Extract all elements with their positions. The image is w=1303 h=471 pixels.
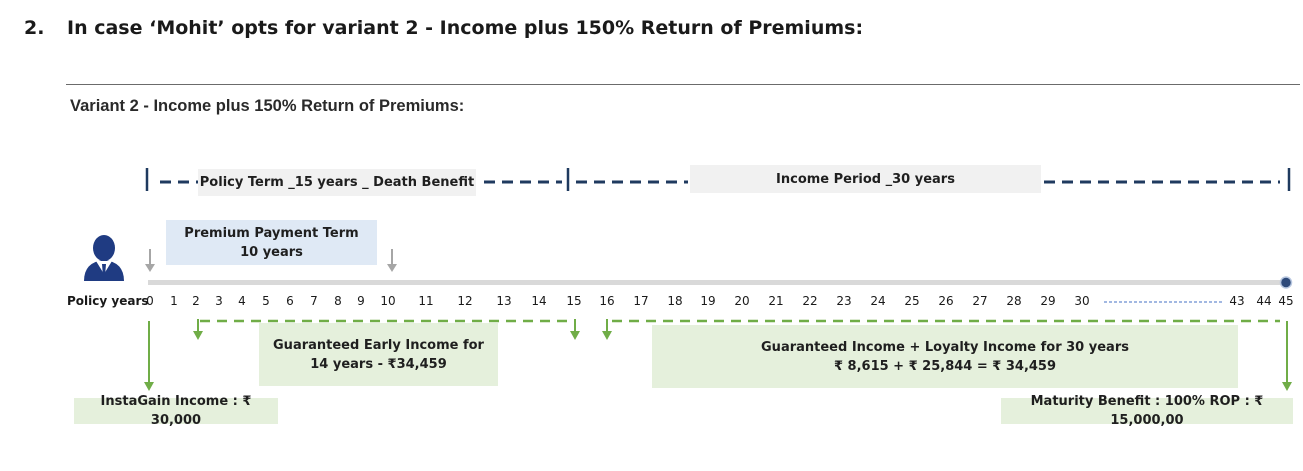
policy-years-label: Policy years (67, 294, 149, 308)
timeline-end-dot (1279, 276, 1293, 289)
timeline-tick-25: 25 (904, 294, 920, 308)
timeline-tick-43: 43 (1229, 294, 1245, 308)
timeline-tick-26: 26 (938, 294, 954, 308)
timeline-tick-24: 24 (870, 294, 886, 308)
guaranteed-income-line1: Guaranteed Income + Loyalty Income for 3… (761, 339, 1129, 355)
timeline-tick-4: 4 (238, 294, 246, 308)
instagain-box: InstaGain Income : ₹ 30,000 (74, 394, 278, 428)
timeline-tick-1: 1 (170, 294, 178, 308)
section-heading: 2. In case ‘Mohit’ opts for variant 2 - I… (24, 17, 863, 39)
timeline-tick-44: 44 (1256, 294, 1272, 308)
guaranteed-income-box: Guaranteed Income + Loyalty Income for 3… (652, 325, 1238, 388)
timeline-tick-6: 6 (286, 294, 294, 308)
timeline-tick-16: 16 (599, 294, 615, 308)
policy-term-box: Policy Term _15 years _ Death Benefit (198, 169, 476, 196)
maturity-box: Maturity Benefit : 100% ROP : ₹ 15,000,0… (1001, 394, 1293, 428)
section-title: In case ‘Mohit’ opts for variant 2 - Inc… (67, 17, 864, 39)
timeline-tick-18: 18 (667, 294, 683, 308)
timeline-tick-9: 9 (357, 294, 365, 308)
timeline-tick-14: 14 (531, 294, 547, 308)
variant-title: Variant 2 - Income plus 150% Return of P… (70, 97, 465, 115)
timeline-tick-10: 10 (380, 294, 396, 308)
guaranteed-income-start-arrow-icon (602, 319, 612, 340)
income-period-label: Income Period _30 years (776, 171, 955, 187)
ppt-line1: Premium Payment Term (184, 225, 359, 241)
maturity-arrow-icon (1282, 321, 1292, 391)
timeline-tick-21: 21 (768, 294, 784, 308)
early-income-start-arrow-icon (193, 319, 203, 340)
timeline-bar (148, 280, 1286, 285)
timeline-tick-45: 45 (1278, 294, 1294, 308)
ppt-end-arrow-icon (387, 249, 397, 272)
horizontal-rule (66, 84, 1300, 85)
early-income-line2: 14 years - ₹34,459 (310, 356, 447, 372)
timeline-tick-30: 30 (1074, 294, 1090, 308)
early-income-box: Guaranteed Early Income for 14 years - ₹… (259, 323, 498, 386)
income-period-box: Income Period _30 years (690, 165, 1041, 193)
timeline-tick-22: 22 (802, 294, 818, 308)
timeline-tick-20: 20 (734, 294, 750, 308)
timeline-tick-0: 0 (146, 294, 154, 308)
timeline-tick-11: 11 (418, 294, 434, 308)
instagain-arrow-icon (144, 321, 154, 391)
timeline-tick-28: 28 (1006, 294, 1022, 308)
early-income-end-arrow-icon (570, 319, 580, 340)
timeline-tick-19: 19 (700, 294, 716, 308)
timeline-tick-8: 8 (334, 294, 342, 308)
maturity-label: Maturity Benefit : 100% ROP : ₹ 15,000,0… (1030, 394, 1264, 428)
instagain-label: InstaGain Income : ₹ 30,000 (100, 394, 252, 428)
timeline-tick-2: 2 (192, 294, 200, 308)
ppt-start-arrow-icon (145, 249, 155, 272)
person-icon (81, 235, 128, 283)
timeline-tick-29: 29 (1040, 294, 1056, 308)
timeline-tick-5: 5 (262, 294, 270, 308)
timeline-tick-12: 12 (457, 294, 473, 308)
timeline-tick-17: 17 (633, 294, 649, 308)
timeline-tick-7: 7 (310, 294, 318, 308)
timeline-tick-15: 15 (566, 294, 582, 308)
policy-term-label: Policy Term _15 years _ Death Benefit (199, 175, 475, 190)
timeline-tick-3: 3 (215, 294, 223, 308)
timeline-tick-27: 27 (972, 294, 988, 308)
section-number: 2. (24, 17, 45, 39)
timeline-tick-23: 23 (836, 294, 852, 308)
ppt-line2: 10 years (240, 244, 303, 260)
premium-payment-term-box: Premium Payment Term 10 years (166, 220, 377, 265)
early-income-line1: Guaranteed Early Income for (273, 337, 484, 353)
guaranteed-income-line2: ₹ 8,615 + ₹ 25,844 = ₹ 34,459 (833, 358, 1057, 374)
timeline-tick-13: 13 (496, 294, 512, 308)
